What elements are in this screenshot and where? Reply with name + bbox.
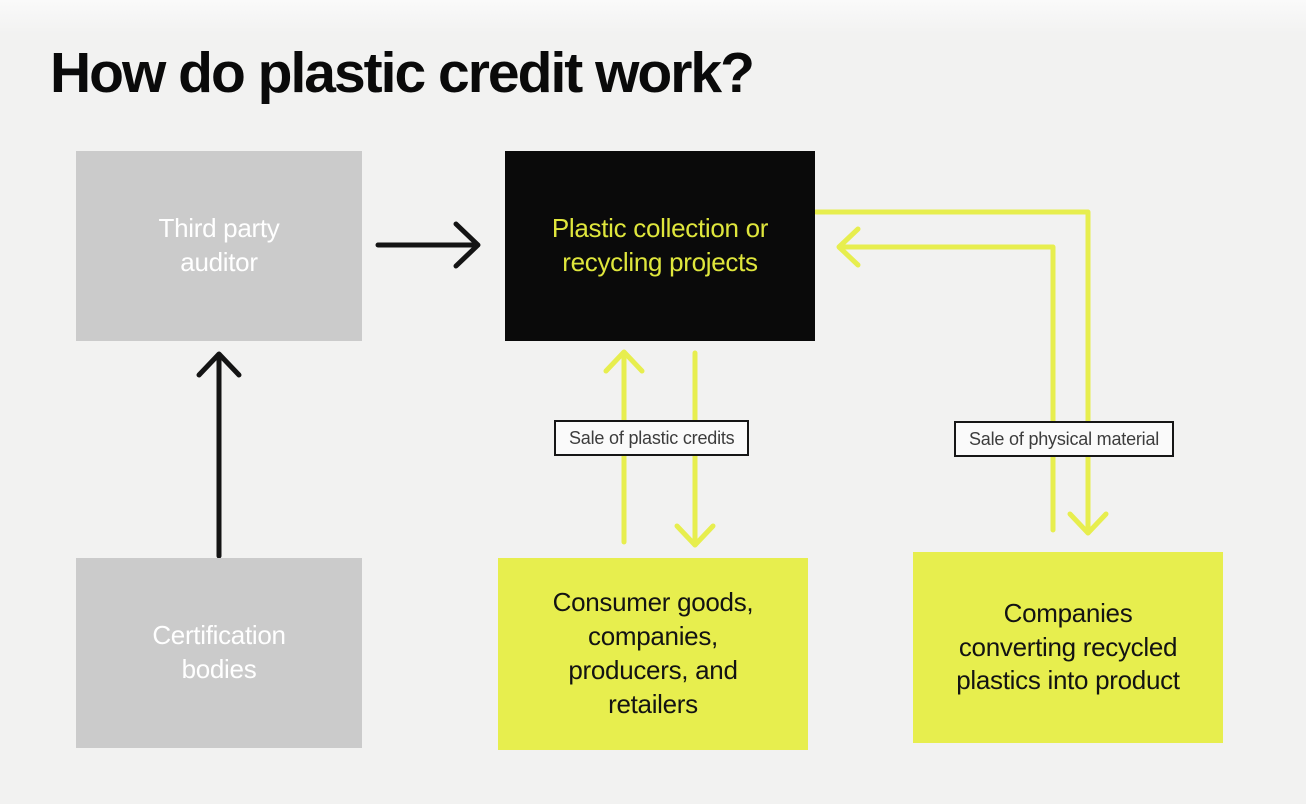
node-certification-bodies: Certification bodies — [76, 558, 362, 748]
label-sale-of-plastic-credits: Sale of plastic credits — [554, 420, 750, 456]
node-plastic-collection-projects-label: Plastic collection or recycling projects — [551, 213, 769, 277]
arrow-material-payment-to-collection-icon — [836, 226, 1056, 533]
node-certification-bodies-label: Certification bodies — [152, 620, 286, 684]
arrow-auditor-to-collection-icon — [375, 221, 481, 269]
label-sale-of-physical-material: Sale of physical material — [954, 421, 1175, 457]
node-consumer-goods-companies: Consumer goods, companies, producers, an… — [498, 558, 808, 750]
node-third-party-auditor: Third party auditor — [76, 151, 362, 341]
node-companies-converting: Companies converting recycled plastics i… — [913, 552, 1223, 743]
arrow-certification-to-auditor-icon — [196, 351, 242, 559]
node-companies-converting-label: Companies converting recycled plastics i… — [956, 597, 1180, 696]
node-plastic-collection-projects: Plastic collection or recycling projects — [505, 151, 815, 341]
node-consumer-goods-companies-label: Consumer goods, companies, producers, an… — [552, 587, 754, 719]
node-third-party-auditor-label: Third party auditor — [158, 213, 280, 277]
page-title: How do plastic credit work? — [50, 41, 755, 105]
arrow-material-to-companies-icon — [813, 209, 1109, 536]
